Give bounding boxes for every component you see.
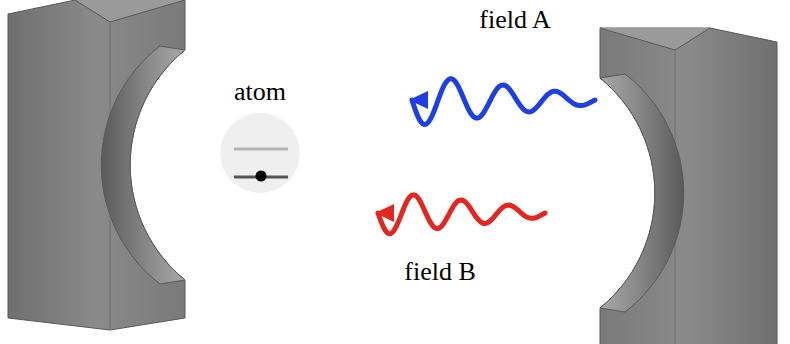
left-mirror — [8, 0, 185, 330]
field-a-wave — [412, 79, 595, 125]
field-a-wave-head — [409, 91, 428, 109]
field-b-wave-head — [375, 204, 394, 222]
right-mirror — [600, 28, 777, 344]
field-label: field B — [404, 258, 476, 287]
atom-node: atom — [210, 78, 310, 195]
field-label: field A — [479, 6, 551, 35]
field-b-wave — [378, 195, 545, 234]
atom-label: atom — [210, 78, 310, 107]
